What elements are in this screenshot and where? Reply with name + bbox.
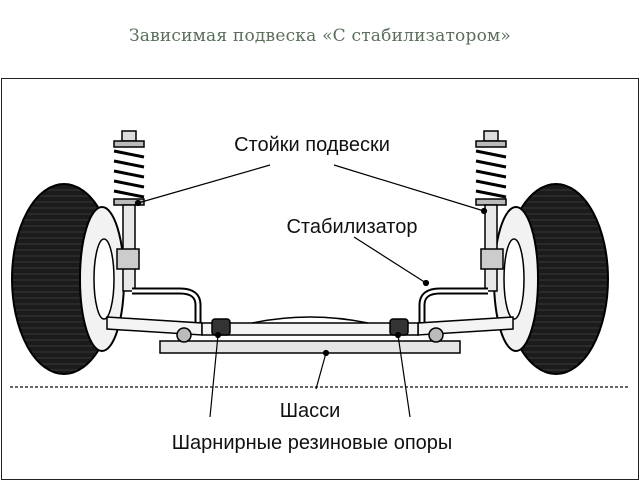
label-struts: Стойки подвески xyxy=(234,134,390,156)
axle xyxy=(106,316,514,336)
right-strut xyxy=(475,130,507,292)
label-rubber-mounts: Шарнирные резиновые опоры xyxy=(172,432,453,454)
rubber-mounts xyxy=(211,318,409,336)
slide-header: Зависимая подвеска «С стабилизатором» xyxy=(0,0,640,78)
label-stabilizer: Стабилизатор xyxy=(286,216,417,238)
chassis-crossmember xyxy=(159,327,461,354)
leader-lines xyxy=(134,164,488,418)
right-wheel xyxy=(493,183,609,375)
left-strut xyxy=(113,130,145,292)
label-chassis: Шасси xyxy=(280,400,341,422)
slide-title: Зависимая подвеска «С стабилизатором» xyxy=(128,26,512,46)
diagram-frame: Стойки подвески Стабилизатор Шасси Шарни… xyxy=(1,78,639,480)
left-wheel xyxy=(11,183,125,375)
suspension-diagram: Стойки подвески Стабилизатор Шасси Шарни… xyxy=(10,130,630,454)
